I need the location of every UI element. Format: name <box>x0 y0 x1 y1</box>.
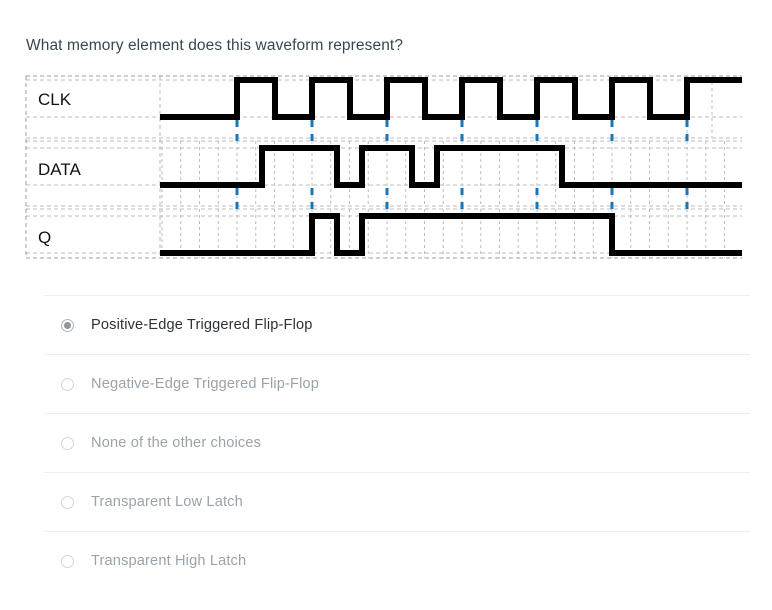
radio-icon-0[interactable] <box>61 318 74 332</box>
signal-label-data: DATA <box>38 160 81 179</box>
clock-edge-markers <box>235 120 689 212</box>
option-label-3: Transparent Low Latch <box>91 494 243 510</box>
option-label-4: Transparent High Latch <box>91 553 247 569</box>
trace-data <box>160 145 742 188</box>
radio-icon-3[interactable] <box>61 495 74 509</box>
waveform-border <box>25 75 742 259</box>
answer-options: Positive-Edge Triggered Flip-Flop Negati… <box>44 295 750 590</box>
radio-icon-1[interactable] <box>61 377 74 391</box>
waveform-traces <box>160 77 742 256</box>
option-row-2[interactable]: None of the other choices <box>44 413 750 472</box>
option-row-3[interactable]: Transparent Low Latch <box>44 472 750 531</box>
waveform-signal-labels: CLK DATA Q <box>38 90 81 247</box>
option-row-0[interactable]: Positive-Edge Triggered Flip-Flop <box>44 295 750 354</box>
page-title: What memory element does this waveform r… <box>26 37 404 54</box>
signal-label-q: Q <box>38 228 51 247</box>
option-label-1: Negative-Edge Triggered Flip-Flop <box>91 376 320 392</box>
trace-q <box>160 213 742 256</box>
radio-icon-4[interactable] <box>61 554 74 568</box>
option-row-1[interactable]: Negative-Edge Triggered Flip-Flop <box>44 354 750 413</box>
option-row-4[interactable]: Transparent High Latch <box>44 531 750 590</box>
waveform-svg: CLK DATA Q <box>25 75 742 259</box>
radio-icon-2[interactable] <box>61 436 74 450</box>
option-label-2: None of the other choices <box>91 435 262 451</box>
option-label-0: Positive-Edge Triggered Flip-Flop <box>91 317 313 333</box>
signal-label-clk: CLK <box>38 90 72 109</box>
trace-clk <box>160 77 742 120</box>
waveform-figure: CLK DATA Q <box>24 75 742 260</box>
